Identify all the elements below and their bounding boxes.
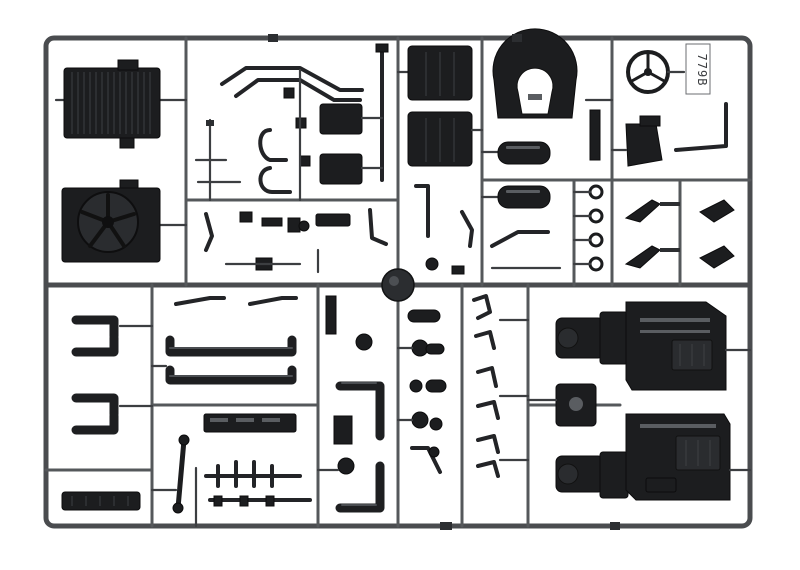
exhaust-tube-parts [71, 315, 154, 435]
part-code-text: 779B [695, 54, 709, 87]
seat-cushion-parts [396, 45, 484, 275]
radiator-part [54, 59, 188, 149]
driveshaft-part [150, 434, 190, 514]
crossmember-part [203, 413, 297, 433]
oil-pan-part [526, 383, 597, 427]
manifold-part [194, 460, 312, 528]
pulley-parts [396, 309, 447, 474]
sprue-frame [43, 35, 753, 529]
part-code-label: 779B [685, 43, 711, 95]
bracket-parts [624, 199, 735, 269]
small-parts-row [204, 208, 388, 274]
ring-parts [572, 184, 604, 272]
axle-tube-parts [150, 296, 298, 385]
sprue-gates [268, 34, 620, 530]
fan-shroud-part [61, 179, 188, 263]
clamp-parts [472, 294, 530, 478]
fuel-tank-parts [480, 141, 562, 270]
engine-block-part [555, 301, 752, 391]
transmission-part [555, 413, 752, 501]
fifth-wheel-part [492, 28, 614, 161]
pipe-tree-parts [194, 43, 389, 202]
steering-wheel-part [626, 50, 686, 94]
elbow-pipe-parts [316, 295, 385, 513]
seat-frame-part [610, 102, 728, 167]
step-plate-part [61, 491, 141, 511]
